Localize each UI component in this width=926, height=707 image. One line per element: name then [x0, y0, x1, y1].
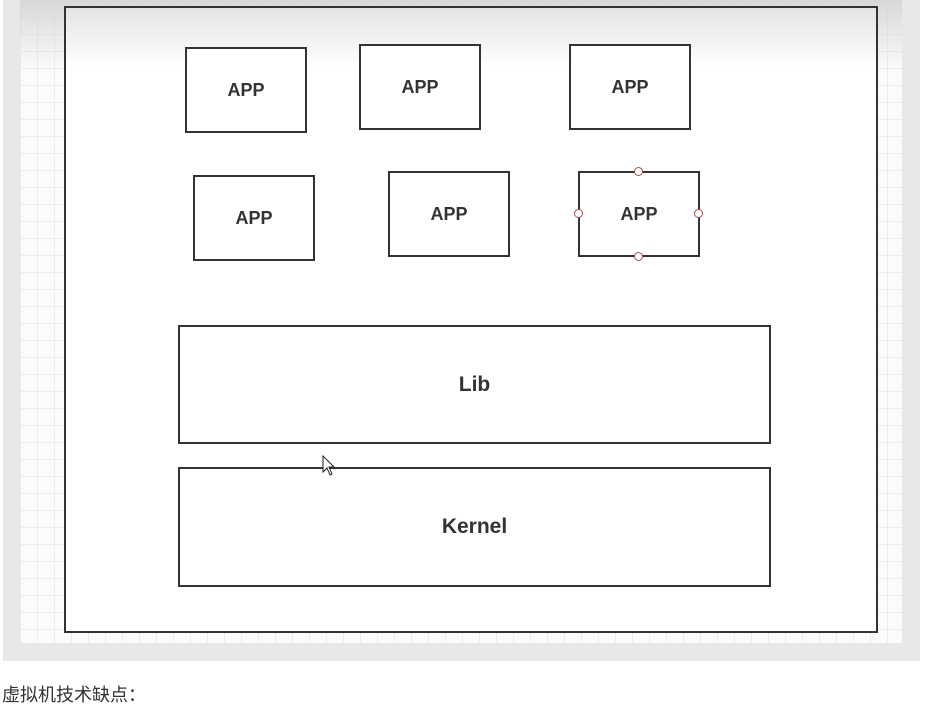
resize-handle-top[interactable]: [634, 167, 643, 176]
app-box-4[interactable]: APP: [193, 175, 315, 261]
app-box-2[interactable]: APP: [359, 44, 481, 130]
caption-text: 虚拟机技术缺点：: [2, 685, 146, 706]
mouse-pointer-icon: [322, 455, 336, 476]
resize-handle-bottom[interactable]: [634, 252, 643, 261]
lib-layer-box[interactable]: Lib: [178, 325, 771, 444]
resize-handle-left[interactable]: [574, 209, 583, 218]
kernel-layer-box[interactable]: Kernel: [178, 467, 771, 587]
app-box-3[interactable]: APP: [569, 44, 691, 130]
resize-handle-right[interactable]: [694, 209, 703, 218]
app-box-5[interactable]: APP: [388, 171, 510, 257]
app-box-6-selected[interactable]: APP: [578, 171, 700, 257]
app-box-1[interactable]: APP: [185, 47, 307, 133]
